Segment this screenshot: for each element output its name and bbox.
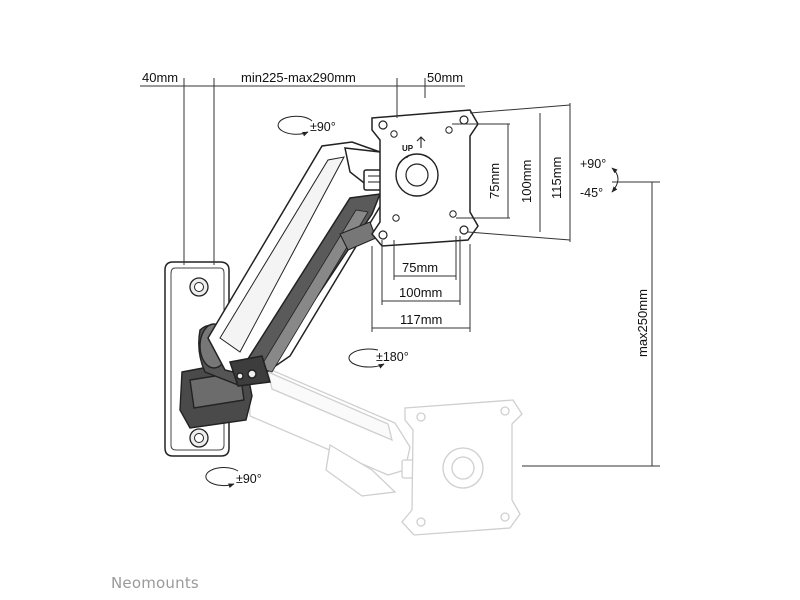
- vesa-hole-br: [459, 225, 469, 235]
- rot-tilt-up: +90°: [580, 157, 606, 171]
- up-label: UP: [402, 144, 414, 153]
- dim-vesa-75-horizontal: 75mm: [402, 260, 438, 275]
- tilt-arrow-icon: [611, 167, 619, 193]
- ghost-vesa-plate: [401, 399, 523, 536]
- dim-arm-reach: min225-max290mm: [241, 70, 356, 85]
- dim-vesa-100-vertical: 100mm: [519, 160, 534, 203]
- dim-height-adjust: max250mm: [635, 289, 650, 357]
- dim-plate-height: 115mm: [549, 157, 564, 199]
- up-arrow-icon: [416, 136, 426, 148]
- dim-plate-width: 117mm: [400, 312, 442, 327]
- rot-swivel-bottom: ±90°: [236, 472, 262, 486]
- rot-swivel-top: ±90°: [310, 120, 336, 134]
- gas-spring-arm: [207, 141, 389, 387]
- dim-wall-offset: 40mm: [142, 70, 178, 85]
- rot-rotation: ±180°: [376, 350, 409, 364]
- swivel-bottom-icon: [205, 467, 239, 489]
- dimension-lines: [140, 78, 660, 467]
- rot-tilt-down: -45°: [580, 186, 603, 200]
- lowered-arm-ghost: [247, 358, 523, 536]
- vesa-plate: UP: [371, 109, 479, 247]
- vesa-hole-tl: [378, 120, 388, 130]
- vesa-hole-tr: [459, 115, 469, 125]
- vesa-hole-bl: [378, 230, 388, 240]
- dim-vesa-100-horizontal: 100mm: [399, 285, 442, 300]
- swivel-top-icon: [277, 115, 313, 137]
- dim-plate-offset: 50mm: [427, 70, 463, 85]
- rotation-icon: [348, 348, 385, 369]
- dim-vesa-75-vertical: 75mm: [487, 163, 502, 199]
- brand-logo: Neomounts: [111, 574, 199, 592]
